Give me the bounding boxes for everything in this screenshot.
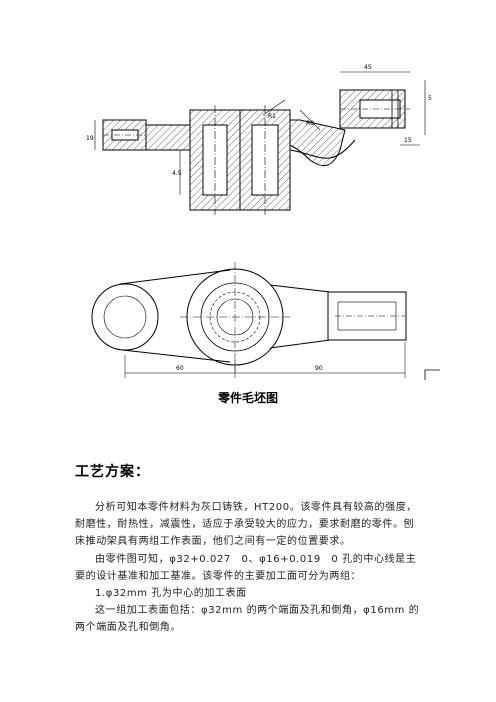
section-view [94, 71, 426, 215]
dim-bottom-right: 90 [315, 365, 323, 372]
drawing-caption: 零件毛坯图 [217, 391, 278, 405]
paragraph: 分析可知本零件材料为灰口铸铁，HT200。该零件具有较高的强度，耐磨性，耐热性，… [75, 502, 417, 548]
dim-top-width: 45 [364, 64, 372, 71]
plan-view [91, 262, 440, 380]
dim-bottom-left: 60 [176, 365, 184, 372]
paragraph: 由零件图可知，φ32+0.027 0、φ16+0.019 0 孔的中心线是主要的… [75, 553, 417, 582]
dim-angle-a: R1 [268, 113, 276, 120]
dim-angle-b: R8 [306, 120, 314, 127]
part-blank-drawing: 45 5 15 19 4.5 R1 R8 60 90 [86, 64, 440, 380]
dim-boss-width: 15 [404, 137, 412, 144]
dim-right-height: 5 [428, 95, 432, 102]
paragraph: 1.φ32mm 孔为中心的加工表面 [95, 588, 247, 600]
dim-height-center: 4.5 [172, 170, 182, 177]
body-text: 分析可知本零件材料为灰口铸铁，HT200。该零件具有较高的强度，耐磨性，耐热性，… [75, 499, 420, 637]
section-heading: 工艺方案： [75, 464, 150, 480]
paragraph: 这一组加工表面包括：φ32mm 的两个端面及孔和倒角，φ16mm 的两个端面及孔… [75, 605, 420, 634]
dim-height-left: 19 [86, 135, 94, 142]
